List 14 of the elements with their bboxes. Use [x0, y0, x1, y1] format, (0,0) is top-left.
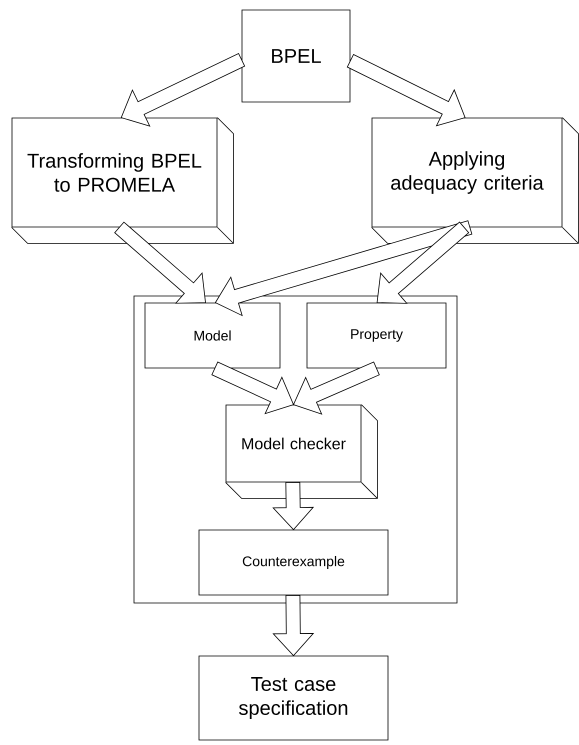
block-arrow [114, 222, 206, 304]
process-box-3d: Transforming BPEL to PROMELA [11, 117, 234, 244]
block-arrow [272, 594, 314, 656]
block-arrow [376, 222, 470, 304]
process-box: Test case specification [198, 656, 388, 740]
process-box: BPEL [242, 10, 350, 102]
block-arrow [272, 482, 314, 530]
block-arrow [214, 220, 472, 316]
process-box: Counterexample [198, 530, 388, 596]
block-arrow [211, 362, 294, 414]
process-box-3d: Model checker [225, 404, 378, 499]
process-box: Model [144, 302, 280, 368]
process-box-3d: Applying adequacy criteria [371, 117, 579, 244]
process-box: Property [306, 302, 446, 368]
